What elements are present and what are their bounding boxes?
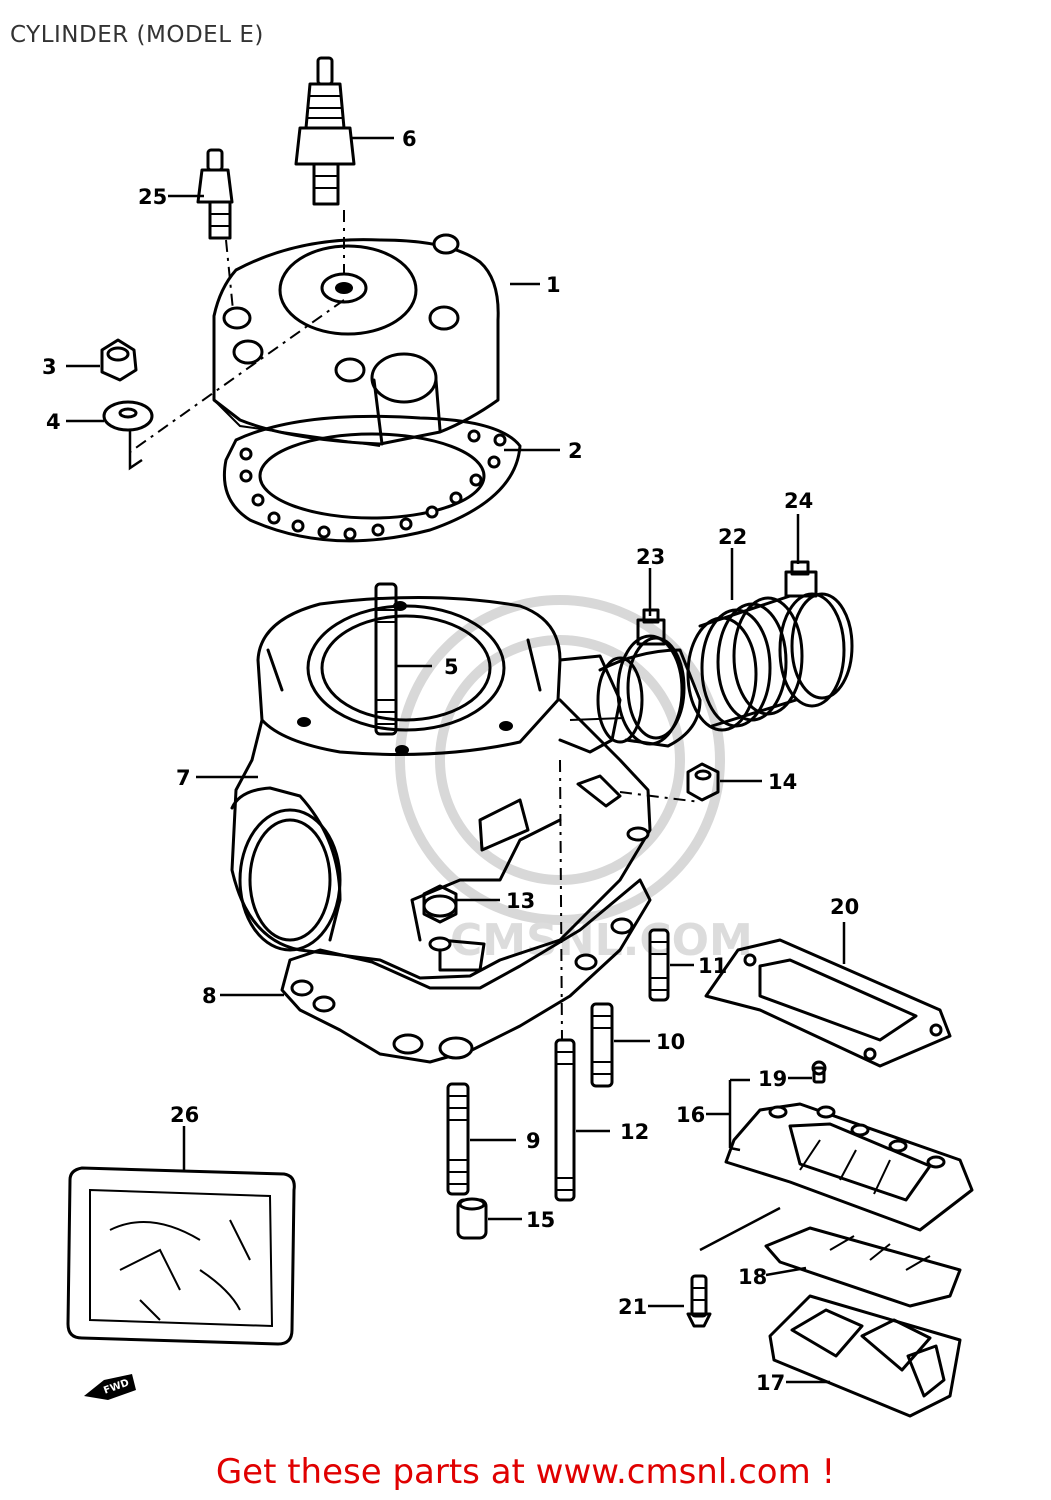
forward-direction-arrow: FWD [84,1374,136,1400]
callout-21: 21 [618,1295,647,1319]
callout-11: 11 [698,954,727,978]
screw-part-21 [686,1206,781,1328]
callout-3: 3 [42,355,57,379]
dowel-pin-part-15 [456,1197,488,1240]
callout-25: 25 [138,185,167,209]
callout-22: 22 [718,525,747,549]
cylinder-part [230,595,701,1041]
leader-lines [66,136,846,1384]
screw-part-19 [811,1060,827,1084]
callout-9: 9 [526,1129,541,1153]
callout-1: 1 [546,273,561,297]
callout-18: 18 [738,1265,767,1289]
reed-valve-gasket-part [704,938,952,1068]
stud-bolt-part-5 [374,582,398,736]
callout-2: 2 [568,439,583,463]
callout-24: 24 [784,489,813,513]
reed-valve-assembly-part [724,1102,974,1232]
base-gasket-part [280,878,652,1064]
washer-part [102,400,154,432]
callout-17: 17 [756,1371,785,1395]
gasket-set-part [66,1166,296,1346]
callout-16: 16 [676,1103,705,1127]
callout-10: 10 [656,1030,685,1054]
reed-petals-part [764,1226,962,1308]
temperature-sender-part [196,148,235,321]
nut-part-13 [422,884,458,924]
diagram-title: CYLINDER (MODEL E) [10,22,264,48]
stud-bolt-part-10 [590,1002,614,1088]
callout-numbers: 1 2 3 4 5 6 7 8 9 10 11 12 13 14 15 16 1… [42,127,859,1395]
intake-pipe-part [596,592,854,748]
callout-13: 13 [506,889,535,913]
stud-bolt-part-12 [554,1038,576,1202]
callout-5: 5 [444,655,459,679]
gasket-bolt-holes [239,429,507,541]
head-gasket-part [222,414,522,543]
callout-23: 23 [636,545,665,569]
watermark-text: CMSNL.COM [450,915,753,966]
get-parts-link[interactable]: Get these parts at www.cmsnl.com ! [215,1452,836,1492]
nut-part [100,338,138,382]
callout-14: 14 [768,770,797,794]
nut-part-14 [686,762,720,802]
callout-19: 19 [758,1067,787,1091]
exploded-parts-diagram: CMSNL.COM [42,56,974,1418]
clamp-part-24 [784,560,818,598]
spark-plug-part [294,56,356,290]
cylinder-head-part [128,233,500,471]
stud-bolt-part-11 [648,928,670,1002]
callout-12: 12 [620,1120,649,1144]
callout-6: 6 [402,127,417,151]
callout-7: 7 [176,766,191,790]
reed-stopper-part [768,1294,962,1418]
callout-8: 8 [202,984,217,1008]
callout-4: 4 [46,410,61,434]
stud-bolt-part-9 [446,1082,470,1196]
callout-15: 15 [526,1208,555,1232]
callout-20: 20 [830,895,859,919]
callout-26: 26 [170,1103,199,1127]
